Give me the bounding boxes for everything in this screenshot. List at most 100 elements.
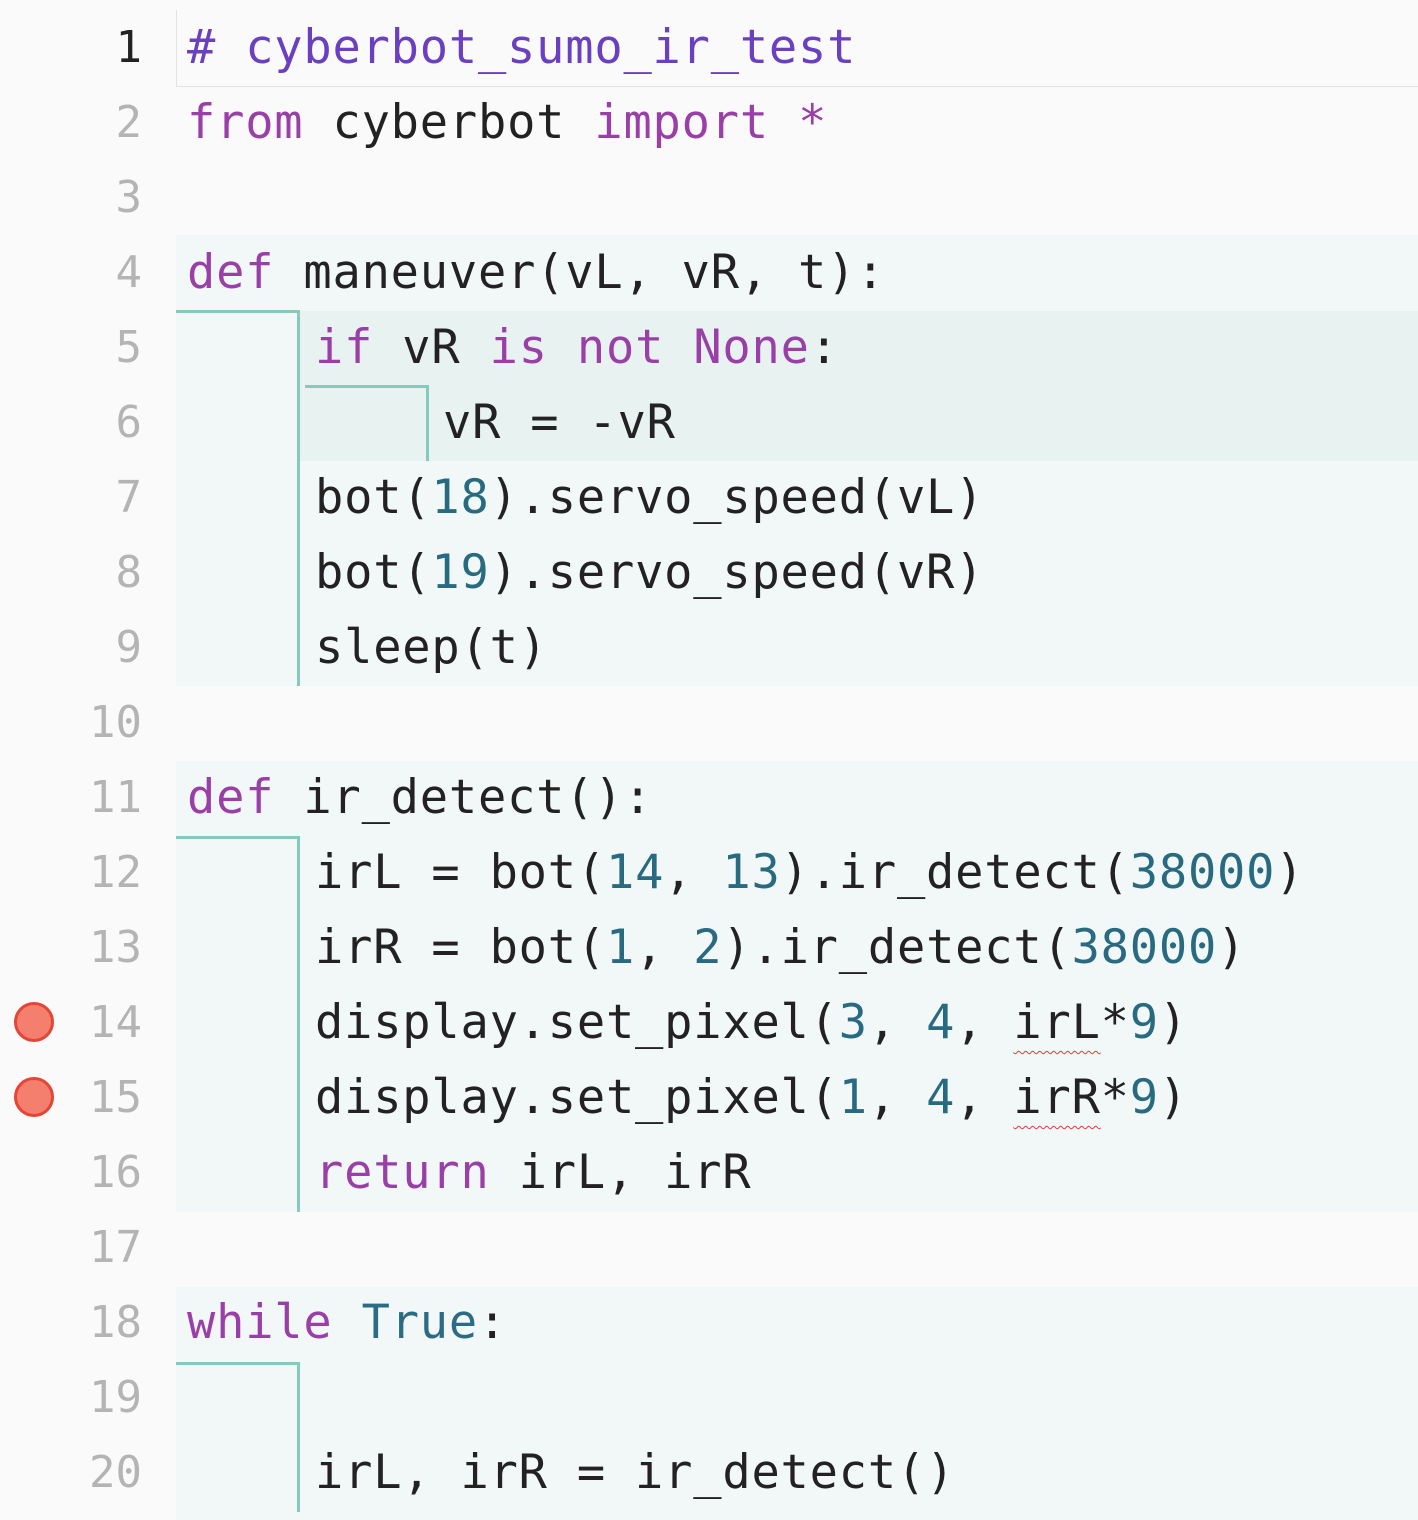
line-number[interactable]: 7 [115, 472, 143, 523]
line-number[interactable]: 19 [89, 1372, 142, 1423]
code-line[interactable]: irL, irR = ir_detect() [315, 1435, 955, 1510]
indent-guide [176, 1362, 300, 1365]
code-token: 18 [431, 470, 490, 525]
code-token [332, 1295, 361, 1350]
line-number[interactable]: 17 [89, 1222, 142, 1273]
code-token: bot( [315, 470, 432, 525]
breakpoint-icon[interactable] [14, 1077, 54, 1117]
code-line[interactable]: bot(18).servo_speed(vL) [315, 460, 984, 535]
code-token: vR [373, 320, 490, 375]
code-token: vR = -vR [443, 395, 676, 450]
line-number[interactable]: 5 [115, 322, 143, 373]
line-number[interactable]: 11 [89, 772, 142, 823]
code-line[interactable]: if vR is not None: [315, 310, 839, 385]
line-number[interactable]: 14 [89, 997, 142, 1048]
code-token: 13 [722, 845, 781, 900]
line-number[interactable]: 18 [89, 1297, 142, 1348]
code-line[interactable]: bot(19).servo_speed(vR) [315, 535, 984, 610]
code-token: , [867, 995, 927, 1050]
line-number[interactable]: 16 [89, 1147, 142, 1198]
code-token: bot( [315, 545, 432, 600]
line-number[interactable]: 12 [89, 847, 142, 898]
code-token: irL, irR = ir_detect() [315, 1445, 956, 1500]
code-token [548, 320, 577, 375]
line-number[interactable]: 8 [115, 547, 143, 598]
code-line[interactable]: def ir_detect(): [187, 760, 653, 835]
code-token: from [187, 95, 304, 150]
code-token: ) [1217, 920, 1247, 975]
code-token: , [635, 920, 694, 975]
code-line[interactable]: vR = -vR [443, 385, 676, 460]
line-number[interactable]: 15 [89, 1072, 142, 1123]
code-line[interactable]: display.set_pixel(1, 4, irR*9) [315, 1060, 1188, 1135]
code-line[interactable]: return irL, irR [315, 1135, 751, 1210]
indent-guide [297, 1362, 300, 1512]
line-number[interactable]: 3 [115, 172, 143, 223]
line-number[interactable]: 6 [115, 397, 143, 448]
code-token: maneuver(vL, vR, t): [274, 245, 886, 300]
code-token: 38000 [1071, 920, 1218, 975]
code-token: irR = bot( [315, 920, 606, 975]
code-line[interactable]: sleep(t) [315, 610, 548, 685]
code-line[interactable]: def maneuver(vL, vR, t): [187, 235, 885, 310]
code-line[interactable]: irR = bot(1, 2).ir_detect(38000) [315, 910, 1246, 985]
code-token: irL, irR [489, 1145, 752, 1200]
breakpoint-icon[interactable] [14, 1002, 54, 1042]
code-line[interactable]: while True: [187, 1285, 507, 1360]
code-token: # cyberbot_sumo_ir_test [187, 20, 857, 75]
code-token: if [315, 320, 374, 375]
code-token: : [477, 1295, 508, 1350]
code-token: None [693, 320, 810, 375]
line-number[interactable]: 10 [89, 697, 142, 748]
code-token: 3 [838, 995, 868, 1050]
code-token: ir_detect(): [274, 770, 653, 825]
code-token: ) [1158, 1070, 1188, 1125]
line-number[interactable]: 4 [115, 247, 143, 298]
code-token: * [1100, 1070, 1130, 1125]
code-token [664, 320, 693, 375]
code-token: 14 [605, 845, 665, 900]
indent-guide [297, 836, 300, 1212]
code-line[interactable]: irL = bot(14, 13).ir_detect(38000) [315, 835, 1304, 910]
code-token: 2 [693, 920, 723, 975]
code-token: 4 [926, 1070, 956, 1125]
lint-warning-token: irR [1013, 1070, 1101, 1125]
lint-warning-token: irL [1013, 995, 1101, 1050]
code-token: is [489, 320, 548, 375]
code-line[interactable]: # cyberbot_sumo_ir_test [187, 10, 856, 85]
code-token: ).servo_speed(vL) [489, 470, 985, 525]
code-token: cyberbot [303, 95, 595, 150]
line-number[interactable]: 20 [89, 1447, 142, 1498]
code-token: ).ir_detect( [780, 845, 1130, 900]
line-number[interactable]: 2 [115, 97, 143, 148]
code-token: return [315, 1145, 490, 1200]
code-token: 4 [926, 995, 956, 1050]
code-token: 9 [1129, 995, 1159, 1050]
indent-guide [297, 310, 300, 686]
code-line[interactable]: from cyberbot import * [187, 85, 827, 160]
code-token: , [955, 1070, 1014, 1125]
code-token: def [187, 770, 275, 825]
code-token: ).ir_detect( [722, 920, 1072, 975]
code-token: 38000 [1129, 845, 1276, 900]
line-number[interactable]: 1 [115, 22, 143, 73]
line-number[interactable]: 13 [89, 922, 142, 973]
indent-guide [305, 385, 429, 388]
code-token: import [594, 95, 769, 150]
indent-guide [176, 836, 300, 839]
code-token: , [867, 1070, 927, 1125]
code-token: 1 [605, 920, 636, 975]
code-token: display.set_pixel( [315, 1070, 839, 1125]
code-token: , [955, 995, 1014, 1050]
code-line[interactable]: display.set_pixel(3, 4, irL*9) [315, 985, 1188, 1060]
code-token: ) [1158, 995, 1188, 1050]
code-token: 1 [838, 1070, 868, 1125]
indent-guide [176, 310, 300, 313]
code-token: while [187, 1295, 333, 1350]
indent-guide [426, 385, 429, 461]
code-token: def [187, 245, 275, 300]
line-number[interactable]: 9 [115, 622, 143, 673]
code-token: not [576, 320, 665, 375]
code-token: : [809, 320, 839, 375]
